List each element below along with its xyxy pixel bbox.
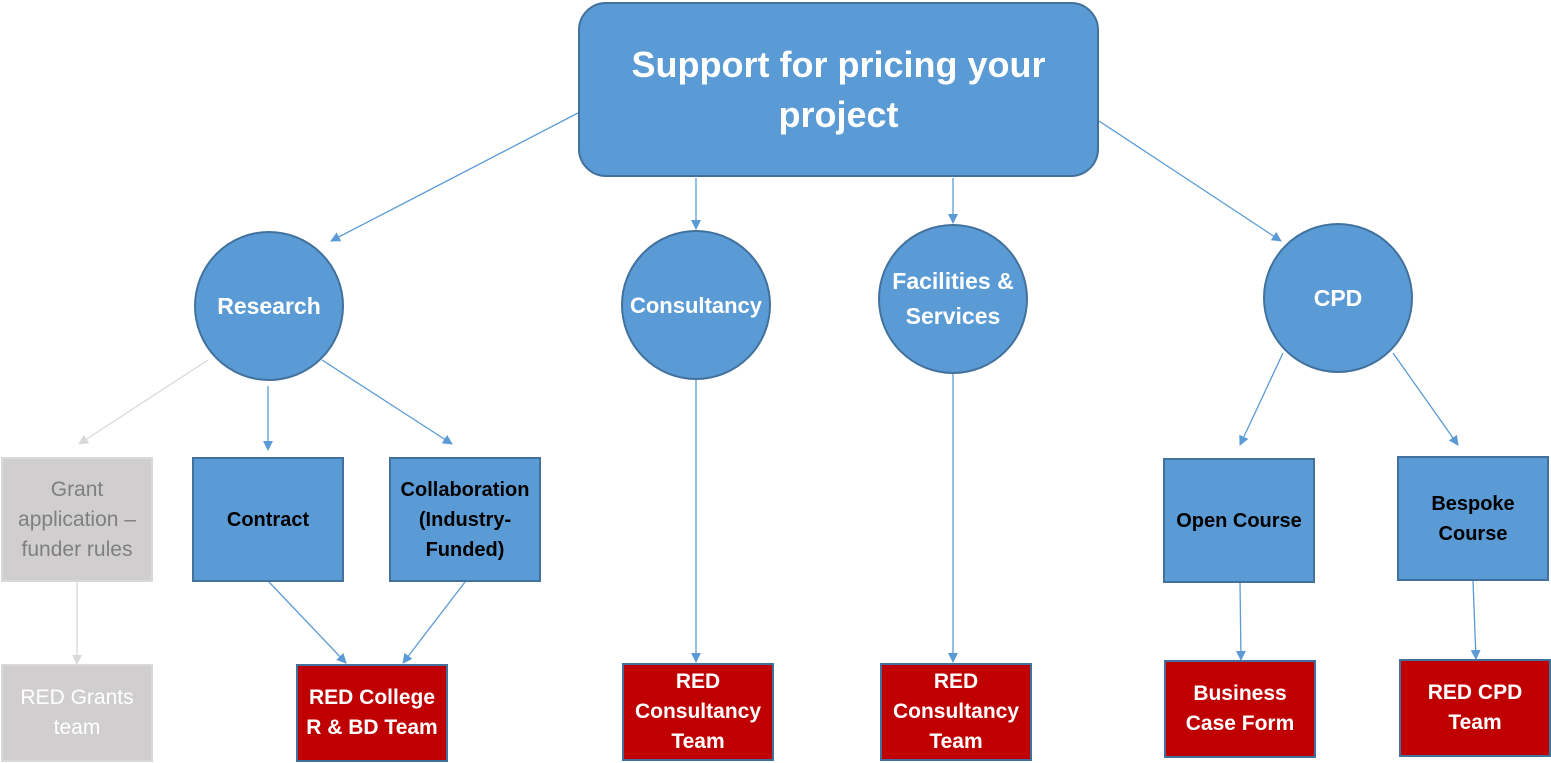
arrow-cpd-to-bespoke-course bbox=[1392, 352, 1459, 446]
arrow-bespoke-to-red-cpd bbox=[1470, 580, 1481, 660]
arrow-research-to-collaboration bbox=[321, 359, 453, 445]
subcategory-grant-label: Grant application – funder rules bbox=[18, 477, 136, 561]
subcategory-collaboration-label: Collaboration (Industry-Funded) bbox=[400, 478, 530, 561]
category-research-label: Research bbox=[217, 292, 321, 319]
subcategory-bespoke-course: Bespoke Course bbox=[1397, 456, 1549, 581]
arrow-open-course-to-business-case bbox=[1235, 581, 1246, 661]
subcategory-open-course: Open Course bbox=[1163, 458, 1315, 583]
root-title: Support for pricing your project bbox=[631, 43, 1046, 135]
contact-red-grants: RED Grants team bbox=[1, 664, 153, 762]
subcategory-collaboration: Collaboration (Industry-Funded) bbox=[389, 457, 541, 582]
arrow-root-to-research bbox=[330, 112, 579, 242]
contact-red-consultancy-1: RED Consultancy Team bbox=[622, 663, 774, 761]
contact-red-consultancy-2: RED Consultancy Team bbox=[880, 663, 1032, 761]
arrow-contract-to-red-college bbox=[268, 581, 347, 664]
contact-red-consultancy-1-label: RED Consultancy Team bbox=[634, 670, 762, 753]
contact-business-case-form-label: Business Case Form bbox=[1185, 682, 1295, 735]
subcategory-bespoke-course-label: Bespoke Course bbox=[1431, 492, 1515, 545]
contact-business-case-form: Business Case Form bbox=[1164, 660, 1316, 758]
category-cpd: CPD bbox=[1263, 223, 1413, 373]
category-facilities-label: Facilities & Services bbox=[892, 268, 1014, 329]
contact-red-cpd-label: RED CPD Team bbox=[1427, 681, 1523, 734]
category-research: Research bbox=[194, 231, 344, 381]
arrow-cpd-to-open-course bbox=[1239, 352, 1284, 446]
subcategory-grant: Grant application – funder rules bbox=[1, 457, 153, 582]
contact-red-cpd: RED CPD Team bbox=[1399, 659, 1551, 757]
arrow-root-to-cpd bbox=[1098, 120, 1282, 242]
category-cpd-label: CPD bbox=[1313, 284, 1363, 311]
subcategory-open-course-label: Open Course bbox=[1176, 509, 1302, 532]
category-consultancy: Consultancy bbox=[621, 230, 771, 380]
contact-red-consultancy-2-label: RED Consultancy Team bbox=[892, 670, 1020, 753]
root-node: Support for pricing your project bbox=[578, 2, 1099, 177]
category-consultancy-label: Consultancy bbox=[629, 292, 763, 318]
arrow-collaboration-to-red-college bbox=[402, 581, 466, 664]
contact-red-grants-label: RED Grants team bbox=[20, 686, 134, 739]
subcategory-contract: Contract bbox=[192, 457, 344, 582]
category-facilities: Facilities & Services bbox=[878, 224, 1028, 374]
contact-red-college: RED College R & BD Team bbox=[296, 664, 448, 762]
subcategory-contract-label: Contract bbox=[226, 508, 310, 531]
arrow-research-to-grant bbox=[78, 359, 209, 445]
contact-red-college-label: RED College R & BD Team bbox=[306, 686, 438, 739]
